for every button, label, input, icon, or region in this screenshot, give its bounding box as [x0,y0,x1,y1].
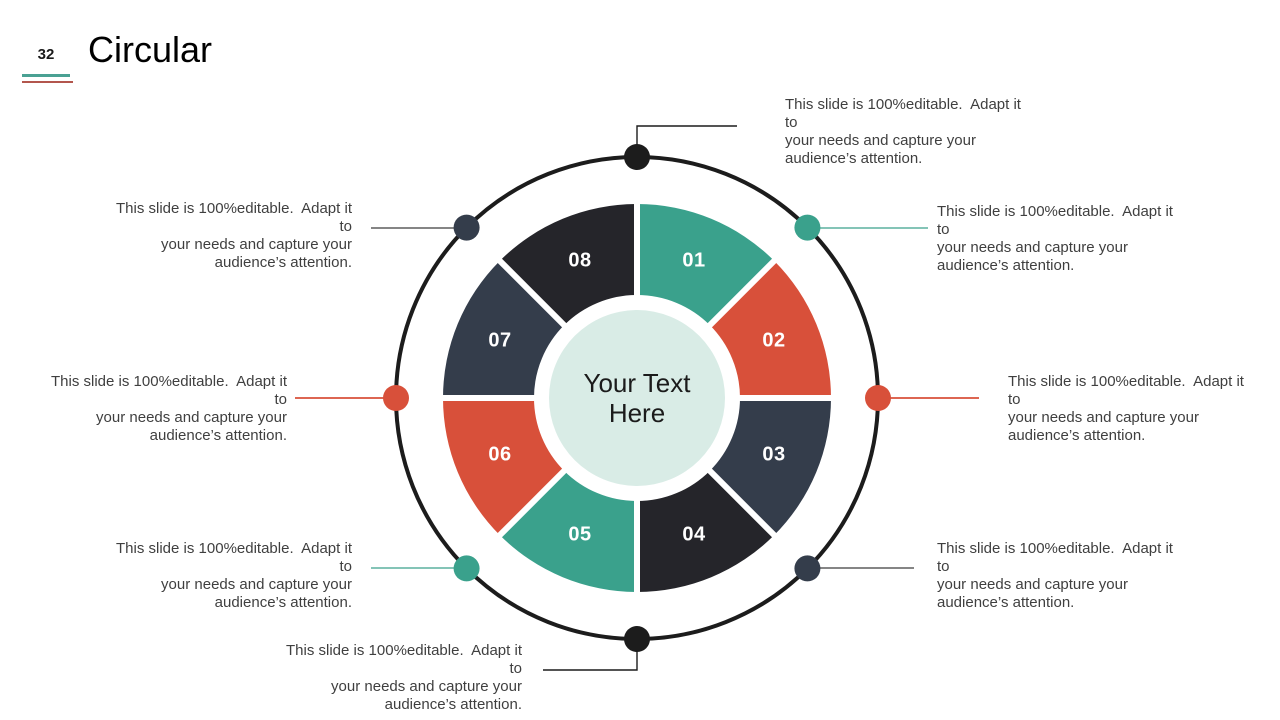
page-number-underline-red [22,81,73,83]
callout-text-bottom-left[interactable]: This slide is 100%editable. Adapt it to … [100,540,352,612]
callout-text-line: audience’s attention. [384,696,522,713]
segment-divider [491,463,572,544]
segment-label-08[interactable]: 08 [568,249,592,272]
callout-text-line: your needs and capture your [96,409,287,426]
callout-text-line: audience’s attention. [785,150,923,167]
callout-text-line: audience’s attention. [214,594,352,611]
segment-divider [702,252,783,333]
segment-label-06[interactable]: 06 [488,443,512,466]
callout-dot-top-right[interactable] [794,214,821,241]
callout-connector-bottom [543,641,638,671]
callout-text-line: This slide is 100%editable. Adapt it to [286,642,527,677]
callout-text-top-right[interactable]: This slide is 100%editable. Adapt it to … [937,203,1189,275]
callout-dot-top-left[interactable] [453,214,480,241]
segment-divider [491,252,572,333]
callout-text-line: This slide is 100%editable. Adapt it to [937,540,1178,575]
callout-text-line: your needs and capture your [161,236,352,253]
callout-dot-bottom-left[interactable] [453,555,480,582]
segment-label-04[interactable]: 04 [682,523,706,546]
callout-text-line: audience’s attention. [1008,427,1146,444]
center-text-placeholder[interactable]: Your Text Here [583,368,691,428]
callout-dot-left[interactable] [383,385,409,411]
callout-text-line: audience’s attention. [937,257,1075,274]
segment-label-03[interactable]: 03 [762,443,786,466]
callout-text-line: your needs and capture your [785,132,976,149]
segment-label-07[interactable]: 07 [488,329,512,352]
callout-text-line: This slide is 100%editable. Adapt it to [937,203,1178,238]
callout-text-line: audience’s attention. [214,254,352,271]
center-circle[interactable] [549,310,725,486]
callout-text-bottom[interactable]: This slide is 100%editable. Adapt it to … [270,642,522,714]
callout-text-line: your needs and capture your [161,576,352,593]
page-number: 32 [37,46,55,63]
callout-connector-top [636,125,737,155]
page-number-underline-teal [22,74,70,77]
segment-label-01[interactable]: 01 [682,249,706,272]
callout-text-line: your needs and capture your [937,239,1128,256]
callout-text-line: audience’s attention. [937,594,1075,611]
callout-text-line: This slide is 100%editable. Adapt it to [51,373,292,408]
callout-dot-bottom[interactable] [624,626,650,652]
callout-dot-top[interactable] [624,144,650,170]
callout-text-top[interactable]: This slide is 100%editable. Adapt it to … [785,96,1037,168]
callout-text-line: your needs and capture your [1008,409,1199,426]
callout-text-left[interactable]: This slide is 100%editable. Adapt it to … [35,373,287,445]
callout-text-bottom-right[interactable]: This slide is 100%editable. Adapt it to … [937,540,1189,612]
callout-text-line: audience’s attention. [149,427,287,444]
callout-dot-right[interactable] [865,385,891,411]
callout-text-line: This slide is 100%editable. Adapt it to [785,96,1026,131]
segment-divider [702,463,783,544]
segment-label-02[interactable]: 02 [762,329,786,352]
slide-title[interactable]: Circular [88,29,213,70]
segment-label-05[interactable]: 05 [568,523,592,546]
callout-text-right[interactable]: This slide is 100%editable. Adapt it to … [1008,373,1260,445]
callout-text-line: This slide is 100%editable. Adapt it to [116,540,357,575]
callout-text-line: your needs and capture your [937,576,1128,593]
callout-dot-bottom-right[interactable] [794,555,821,582]
callout-text-line: This slide is 100%editable. Adapt it to [116,200,357,235]
callout-text-line: your needs and capture your [331,678,522,695]
callout-text-top-left[interactable]: This slide is 100%editable. Adapt it to … [100,200,352,272]
callout-text-line: This slide is 100%editable. Adapt it to [1008,373,1249,408]
page-number-block: 32 [22,46,70,63]
